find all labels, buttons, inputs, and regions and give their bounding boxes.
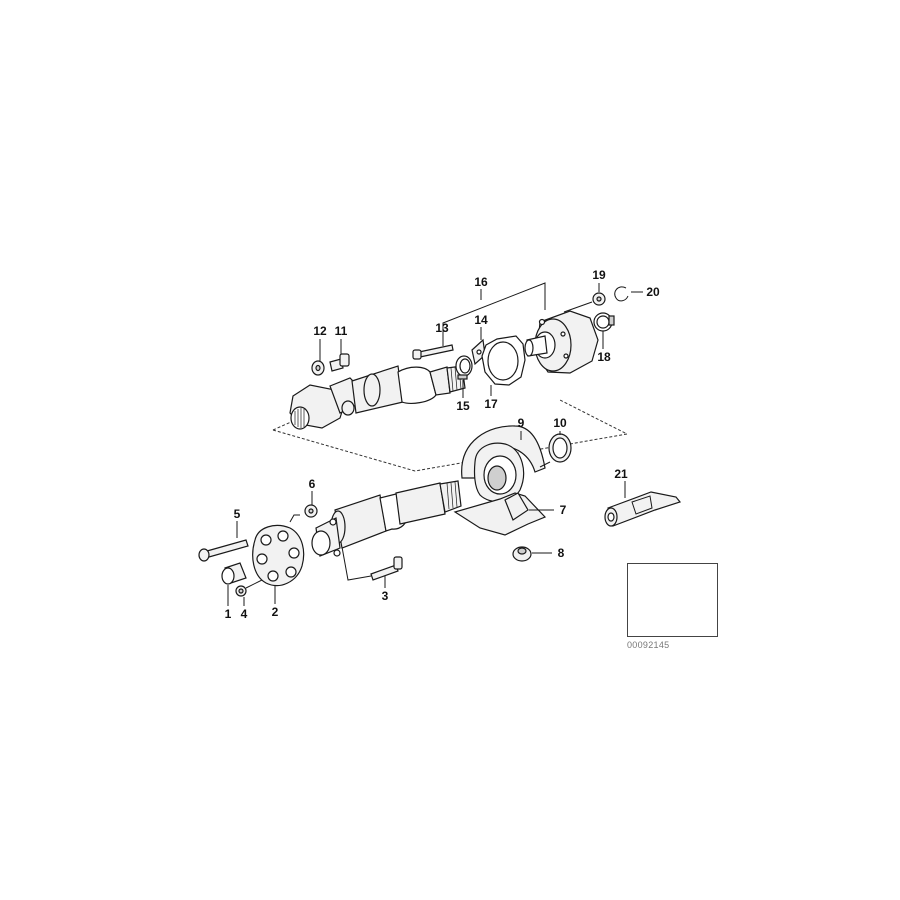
callout-3: 3 bbox=[381, 589, 389, 603]
part-15-clamp bbox=[455, 355, 473, 398]
callout-17: 17 bbox=[484, 397, 498, 411]
part-12-washer bbox=[311, 339, 325, 376]
callout-14: 14 bbox=[474, 313, 488, 327]
callout-15: 15 bbox=[456, 399, 470, 413]
part-3-bolt bbox=[370, 556, 403, 588]
callout-2: 2 bbox=[271, 605, 279, 619]
part-20-ring bbox=[614, 286, 643, 302]
callout-5: 5 bbox=[233, 507, 241, 521]
callout-8: 8 bbox=[557, 546, 565, 560]
part-10-seal bbox=[539, 431, 572, 468]
callout-bracket-16 bbox=[442, 282, 546, 337]
callout-9: 9 bbox=[517, 416, 525, 430]
part-18-clamp bbox=[593, 312, 615, 349]
part-4-nut bbox=[235, 579, 263, 606]
callout-bracket-3 bbox=[341, 546, 372, 581]
part-16-joint bbox=[524, 301, 599, 374]
part-2-flex-disc bbox=[252, 524, 305, 604]
callout-16: 16 bbox=[474, 275, 488, 289]
callout-6: 6 bbox=[308, 477, 316, 491]
callout-19: 19 bbox=[592, 268, 606, 282]
upper-drive-shaft bbox=[289, 365, 466, 430]
lower-drive-shaft bbox=[311, 480, 462, 557]
part-6-nut bbox=[289, 491, 318, 523]
callout-18: 18 bbox=[597, 350, 611, 364]
part-13-bolt bbox=[412, 336, 454, 360]
callout-21: 21 bbox=[614, 467, 628, 481]
part-19-nut bbox=[592, 283, 606, 306]
callout-4: 4 bbox=[240, 607, 248, 621]
callout-10: 10 bbox=[553, 416, 567, 430]
part-7-support bbox=[453, 492, 554, 536]
callout-7: 7 bbox=[559, 503, 567, 517]
part-5-bolt bbox=[198, 521, 249, 562]
callout-12: 12 bbox=[313, 324, 327, 338]
callout-20: 20 bbox=[646, 285, 660, 299]
part-21-grease-tube bbox=[604, 481, 682, 527]
callout-1: 1 bbox=[224, 607, 232, 621]
thumbnail-frame bbox=[627, 563, 718, 637]
image-number: 00092145 bbox=[627, 640, 670, 650]
callout-13: 13 bbox=[435, 321, 449, 335]
callout-11: 11 bbox=[334, 324, 348, 338]
part-11-bolt bbox=[329, 339, 350, 372]
part-9-bearing-guard bbox=[461, 425, 546, 503]
part-1-sleeve bbox=[221, 562, 247, 606]
part-8-nut bbox=[512, 546, 552, 562]
part-17-gasket bbox=[481, 335, 526, 396]
part-14-plate bbox=[471, 327, 486, 366]
